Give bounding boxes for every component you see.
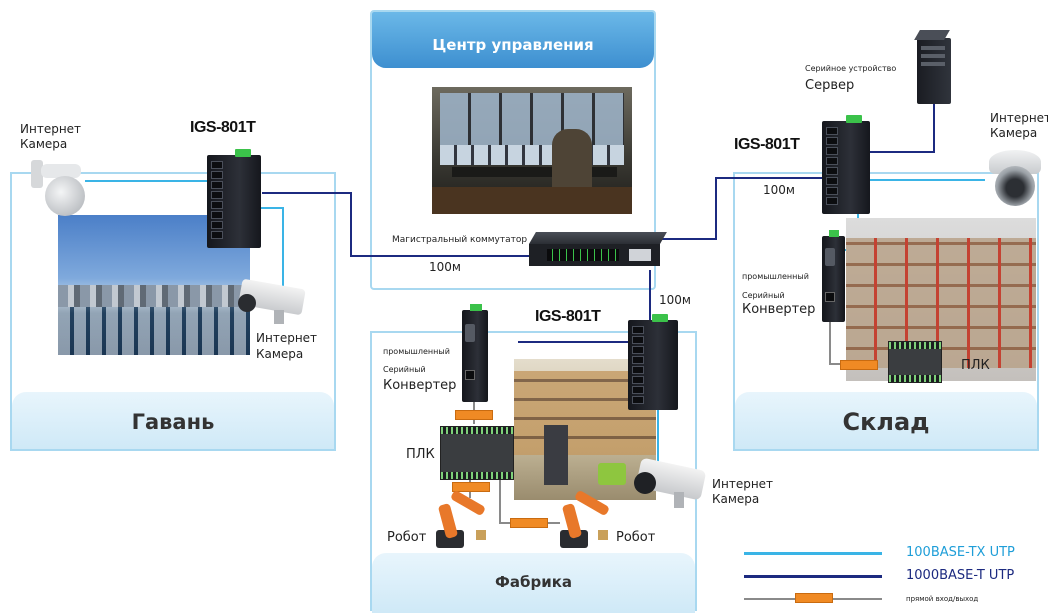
backbone-speed-down: 100м: [659, 293, 691, 307]
harbor-camera-top-label: Интернет Камера: [20, 122, 82, 151]
legend-line-gigabit: [744, 575, 882, 578]
warehouse-converter: [822, 230, 845, 322]
harbor-switch-model: IGS-801T: [190, 119, 256, 136]
factory-robot-left-icon: [430, 489, 492, 550]
factory-robot-left-label: Робот: [387, 530, 427, 545]
factory-switch-model: IGS-801T: [535, 308, 601, 325]
harbor-camera-bottom-label: Интернет Камера: [256, 331, 318, 361]
warehouse-serial-box: [840, 360, 878, 370]
legend-label-gigabit: 1000BASE-T UTP: [906, 568, 1015, 583]
backbone-switch: [529, 232, 667, 270]
backbone-switch-label: Магистральный коммутатор: [392, 235, 528, 245]
factory-band: [372, 553, 695, 613]
control-center-title: Центр управления: [432, 36, 594, 54]
warehouse-server-caption: Серийное устройство: [805, 64, 897, 73]
legend-label-serial: прямой вход/выход: [906, 595, 979, 603]
harbor-photo: [58, 215, 250, 355]
factory-converter: [462, 304, 488, 402]
harbor-ptz-camera-icon: [31, 160, 87, 220]
factory-robot-right-label: Робот: [616, 530, 656, 545]
factory-serial-box-3: [510, 518, 548, 528]
link-warehouse-server: [870, 104, 935, 153]
factory-serial-box-1: [455, 410, 493, 420]
warehouse-converter-small2: Серийный: [742, 291, 785, 300]
warehouse-plc-icon: [888, 341, 942, 383]
legend-line-fast-ethernet: [744, 552, 882, 555]
control-room-photo: [432, 87, 632, 214]
factory-switch: [628, 314, 678, 410]
link-backbone-warehouse: [660, 177, 822, 240]
warehouse-switch-model: IGS-801T: [734, 136, 800, 153]
factory-converter-label: Конвертер: [383, 378, 457, 393]
link-harbor-backbone: [262, 192, 530, 257]
harbor-band: [12, 392, 334, 449]
warehouse-converter-small1: промышленный: [742, 272, 809, 281]
backbone-speed-left: 100м: [429, 260, 461, 274]
factory-box-camera-icon: [630, 457, 710, 512]
factory-plc-label: ПЛК: [406, 447, 435, 462]
factory-converter-small1: промышленный: [383, 347, 450, 356]
warehouse-server-icon: [914, 30, 951, 104]
harbor-switch: [207, 149, 261, 248]
factory-plc-icon: [440, 426, 514, 480]
factory-serial-box-2: [452, 482, 490, 492]
warehouse-speed: 100м: [763, 183, 795, 197]
warehouse-title: Склад: [842, 408, 930, 436]
factory-camera-label: Интернет Камера: [712, 477, 774, 506]
factory-converter-small2: Серийный: [383, 365, 426, 374]
factory-title: Фабрика: [494, 573, 573, 591]
factory-robot-right-icon: [556, 489, 618, 550]
legend-serial-box: [795, 593, 833, 603]
warehouse-band: [735, 392, 1037, 449]
harbor-title: Гавань: [131, 410, 215, 434]
warehouse-camera-label: Интернет Камера: [990, 111, 1048, 140]
warehouse-server-label: Сервер: [805, 78, 855, 93]
harbor-box-camera-icon: [236, 278, 312, 326]
legend-label-fast-ethernet: 100BASE-TX UTP: [906, 545, 1015, 560]
warehouse-dome-camera-icon: [985, 150, 1045, 208]
control-center-header: [372, 12, 654, 68]
warehouse-switch: [822, 115, 870, 214]
warehouse-plc-label: ПЛК: [961, 358, 990, 373]
warehouse-converter-label: Конвертер: [742, 302, 816, 317]
